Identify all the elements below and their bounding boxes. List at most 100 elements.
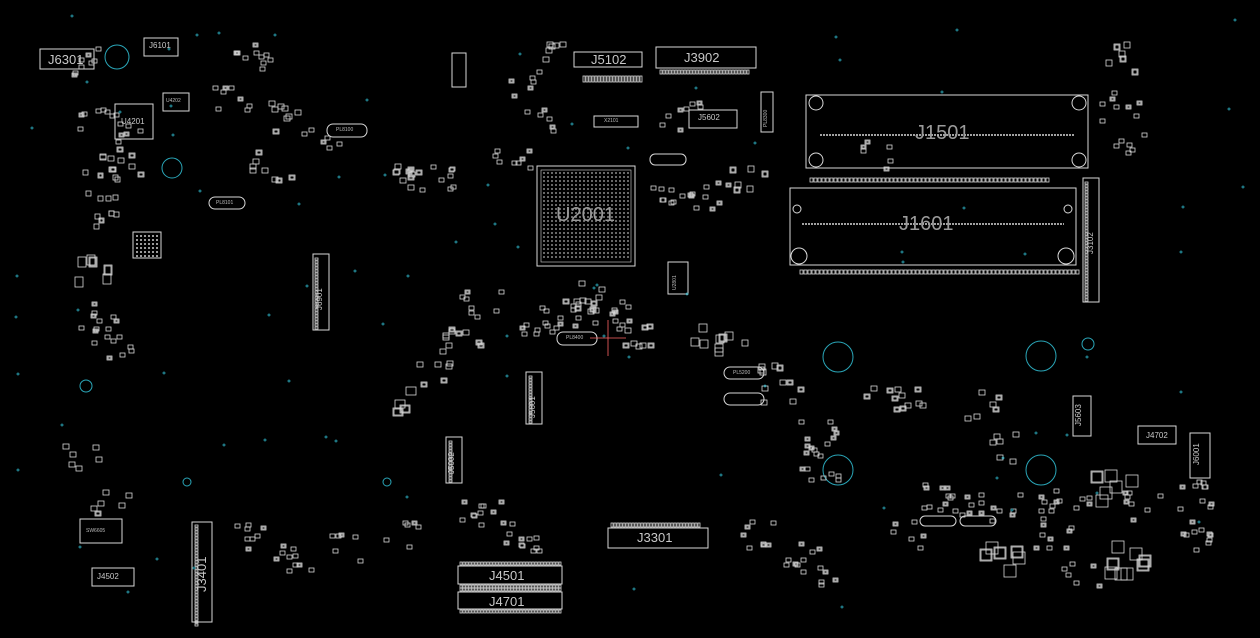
component-footprint bbox=[766, 543, 771, 547]
component-footprint bbox=[528, 86, 533, 90]
component-footprint bbox=[939, 269, 944, 275]
component-footprint bbox=[741, 339, 749, 347]
component-footprint bbox=[521, 331, 528, 337]
component-footprint bbox=[448, 167, 455, 173]
component-footprint bbox=[692, 69, 696, 75]
component-footprint bbox=[1048, 537, 1053, 541]
component-footprint bbox=[611, 307, 618, 313]
component-footprint bbox=[194, 584, 199, 588]
component-footprint bbox=[1113, 143, 1120, 149]
component-footprint bbox=[462, 609, 466, 614]
component-footprint bbox=[105, 195, 112, 202]
component-footprint bbox=[85, 52, 92, 58]
component-footprint bbox=[528, 375, 533, 379]
component-footprint bbox=[537, 112, 544, 118]
component-footprint bbox=[716, 181, 721, 185]
component-footprint bbox=[516, 561, 520, 566]
component-footprint bbox=[952, 508, 959, 514]
component-footprint bbox=[256, 150, 262, 155]
component-footprint bbox=[78, 112, 85, 118]
component-footprint bbox=[1084, 265, 1089, 269]
component-footprint bbox=[995, 394, 1003, 401]
label-j5603: J5603 bbox=[1074, 404, 1083, 426]
component-footprint bbox=[78, 325, 85, 331]
component-footprint bbox=[254, 533, 261, 539]
component-footprint bbox=[612, 75, 616, 83]
component-footprint bbox=[339, 533, 344, 537]
component-footprint bbox=[1132, 69, 1138, 75]
component-footprint bbox=[1157, 493, 1164, 499]
component-footprint bbox=[314, 263, 319, 267]
component-footprint bbox=[308, 567, 315, 573]
component-footprint bbox=[498, 499, 505, 505]
via bbox=[305, 284, 309, 288]
component-footprint bbox=[498, 587, 502, 592]
component-footprint bbox=[1120, 56, 1126, 62]
component-footprint bbox=[703, 184, 710, 190]
via bbox=[195, 33, 199, 37]
component-footprint bbox=[867, 269, 872, 275]
component-footprint bbox=[468, 310, 475, 316]
component-footprint bbox=[993, 177, 998, 183]
via bbox=[15, 274, 19, 278]
component-footprint bbox=[1125, 150, 1132, 156]
component-footprint bbox=[1084, 289, 1089, 293]
component-footprint bbox=[1096, 583, 1103, 589]
component-footprint bbox=[1084, 286, 1089, 290]
component-footprint bbox=[504, 541, 509, 545]
component-footprint bbox=[631, 522, 635, 528]
component-footprint bbox=[861, 145, 866, 149]
component-footprint bbox=[964, 415, 972, 422]
component-footprint bbox=[416, 170, 422, 175]
component-footprint bbox=[863, 269, 868, 275]
component-footprint bbox=[1084, 229, 1089, 233]
component-footprint bbox=[973, 413, 981, 420]
component-footprint bbox=[137, 128, 144, 134]
via bbox=[267, 313, 271, 317]
component-footprint bbox=[480, 503, 487, 509]
component-footprint bbox=[540, 609, 544, 614]
component-footprint bbox=[1019, 269, 1024, 275]
component-footprint bbox=[817, 453, 824, 459]
component-footprint bbox=[832, 427, 837, 431]
component-footprint bbox=[637, 522, 641, 528]
component-footprint bbox=[474, 561, 478, 566]
component-footprint bbox=[659, 197, 666, 203]
component-footprint bbox=[959, 512, 966, 518]
component-footprint bbox=[1038, 494, 1045, 500]
component-footprint bbox=[499, 500, 504, 504]
component-footprint bbox=[792, 561, 799, 567]
component-footprint bbox=[1191, 529, 1198, 535]
component-footprint bbox=[627, 319, 632, 323]
component-footprint bbox=[549, 609, 553, 614]
component-footprint bbox=[892, 521, 899, 527]
component-footprint bbox=[633, 75, 637, 83]
component-footprint bbox=[314, 302, 319, 306]
component-footprint bbox=[1084, 241, 1089, 245]
component-footprint bbox=[117, 157, 125, 164]
component-footprint bbox=[462, 500, 467, 504]
component-footprint bbox=[480, 584, 484, 589]
component-footprint bbox=[1131, 68, 1139, 76]
component-footprint bbox=[78, 64, 85, 70]
component-footprint bbox=[1136, 558, 1150, 572]
component-footprint bbox=[940, 486, 945, 490]
component-footprint bbox=[664, 522, 668, 528]
component-footprint bbox=[127, 344, 134, 350]
component-footprint bbox=[730, 167, 736, 173]
component-footprint bbox=[194, 608, 199, 612]
component-footprint bbox=[528, 384, 533, 388]
component-footprint bbox=[765, 542, 772, 548]
component-footprint bbox=[572, 323, 579, 329]
component-footprint bbox=[1037, 177, 1042, 183]
component-footprint bbox=[1010, 508, 1017, 514]
component-footprint bbox=[761, 385, 769, 392]
component-footprint bbox=[793, 562, 798, 566]
component-footprint bbox=[808, 477, 815, 483]
component-footprint bbox=[501, 561, 505, 566]
component-footprint bbox=[1009, 177, 1014, 183]
via bbox=[1233, 18, 1237, 22]
component-footprint bbox=[1107, 558, 1119, 570]
component-footprint bbox=[474, 609, 478, 614]
